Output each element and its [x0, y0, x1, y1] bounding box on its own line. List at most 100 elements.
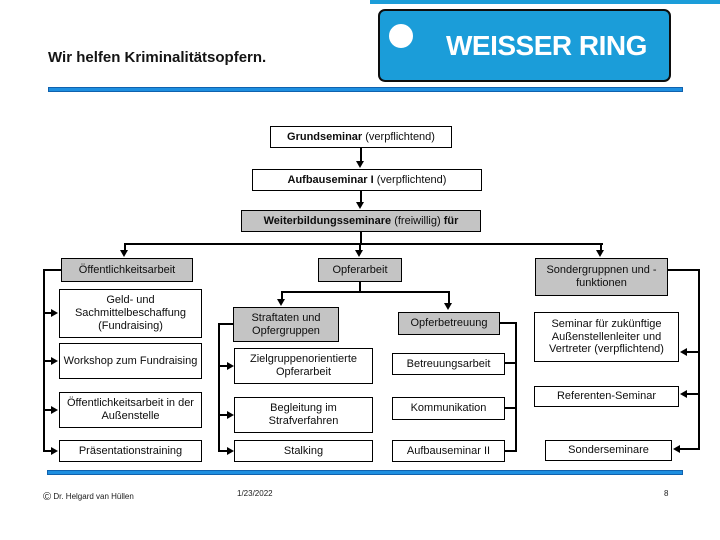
box-aufbauseminar-1-label: Aufbauseminar I (verpflichtend) — [287, 173, 447, 186]
connector — [124, 243, 603, 245]
box-aufbauseminar-2-label: Aufbauseminar II — [406, 444, 491, 457]
box-seminar-aussenstellenleiter: Seminar für zukünftige Außenstellenleite… — [534, 312, 679, 362]
footer-rule — [47, 470, 683, 475]
arrow-down-icon — [596, 250, 604, 257]
footer-date: 1/23/2022 — [237, 489, 273, 498]
arrow-right-icon — [227, 447, 234, 455]
connector — [218, 323, 233, 325]
box-sonderseminare-label: Sonderseminare — [568, 444, 649, 457]
box-weiterbildungsseminare-label: Weiterbildungsseminare (freiwillig) für — [263, 214, 459, 227]
box-kommunikation: Kommunikation — [392, 397, 505, 420]
box-workshop-fundraising-label: Workshop zum Fundraising — [63, 354, 198, 367]
weisser-ring-logo: WEISSER RING — [378, 9, 671, 82]
connector — [687, 393, 699, 395]
connector — [124, 243, 126, 251]
box-stalking: Stalking — [234, 440, 373, 462]
connector — [698, 269, 700, 450]
box-sonderseminare: Sonderseminare — [545, 440, 672, 461]
connector — [43, 312, 52, 314]
box-sondergruppen-label: Sondergruppnen und -funktionen — [546, 264, 657, 289]
connector — [43, 409, 52, 411]
arrow-down-icon — [356, 161, 364, 168]
box-workshop-fundraising: Workshop zum Fundraising — [59, 343, 202, 379]
box-praesentationstraining-label: Präsentationstraining — [78, 444, 183, 457]
box-opferbetreuung: Opferbetreuung — [398, 312, 500, 335]
box-opferarbeit-label: Opferarbeit — [332, 263, 388, 276]
connector — [515, 322, 517, 452]
arrow-down-icon — [277, 299, 285, 306]
box-praesentationstraining: Präsentationstraining — [59, 440, 202, 462]
top-blue-strip — [370, 0, 720, 4]
connector — [668, 269, 700, 271]
box-straftaten-opfergruppen-label: Straftaten und Opfergruppen — [251, 311, 321, 337]
logo-text: WEISSER RING — [446, 29, 647, 61]
box-straftaten-opfergruppen: Straftaten und Opfergruppen — [233, 307, 339, 342]
footer-page-number: 8 — [664, 489, 669, 498]
box-grundseminar: Grundseminar (verpflichtend) — [270, 126, 452, 148]
box-betreuungsarbeit-label: Betreuungsarbeit — [406, 357, 491, 370]
box-weiterbildungsseminare: Weiterbildungsseminare (freiwillig) für — [241, 210, 481, 232]
box-oeffentlichkeitsarbeit: Öffentlichkeitsarbeit — [61, 258, 193, 282]
box-opferbetreuung-label: Opferbetreuung — [410, 317, 488, 330]
connector — [218, 365, 228, 367]
arrow-right-icon — [51, 357, 58, 365]
connector — [281, 291, 450, 293]
connector — [500, 322, 517, 324]
arrow-right-icon — [51, 406, 58, 414]
box-oeffentlichkeitsarbeit-aussenstelle-label: Öffentlichkeitsarbeit in der Außenstelle — [67, 397, 194, 422]
connector — [505, 362, 517, 364]
arrow-down-icon — [444, 303, 452, 310]
arrow-right-icon — [51, 447, 58, 455]
footer-author: Dr. Helgard van Hüllen — [53, 492, 134, 501]
connector — [43, 360, 52, 362]
box-referenten-seminar: Referenten-Seminar — [534, 386, 679, 407]
box-oeffentlichkeitsarbeit-label: Öffentlichkeitsarbeit — [78, 263, 176, 276]
arrow-left-icon — [680, 390, 687, 398]
box-fundraising: Geld- und Sachmittelbeschaffung (Fundrai… — [59, 289, 202, 338]
connector — [360, 191, 362, 203]
white-ring-icon — [389, 24, 413, 48]
connector — [43, 450, 52, 452]
connector — [448, 291, 450, 304]
connector — [505, 450, 517, 452]
connector — [505, 407, 517, 409]
connector — [218, 450, 228, 452]
connector — [600, 243, 602, 251]
connector — [281, 291, 283, 300]
box-betreuungsarbeit: Betreuungsarbeit — [392, 353, 505, 375]
copyright-icon: © — [43, 491, 52, 503]
arrow-left-icon — [680, 348, 687, 356]
header-rule — [48, 87, 683, 92]
connector — [43, 269, 61, 271]
box-aufbauseminar-1: Aufbauseminar I (verpflichtend) — [252, 169, 482, 191]
connector — [360, 232, 362, 243]
arrow-down-icon — [120, 250, 128, 257]
box-zielgruppenorientierte-opferarbeit-label: Zielgruppenorientierte Opferarbeit — [249, 353, 357, 378]
connector — [360, 148, 362, 161]
box-seminar-aussenstellenleiter-label: Seminar für zukünftige Außenstellenleite… — [549, 317, 664, 356]
box-oeffentlichkeitsarbeit-aussenstelle: Öffentlichkeitsarbeit in der Außenstelle — [59, 392, 202, 428]
arrow-down-icon — [355, 250, 363, 257]
box-grundseminar-label: Grundseminar (verpflichtend) — [287, 130, 435, 143]
connector — [218, 414, 228, 416]
arrow-right-icon — [51, 309, 58, 317]
connector — [359, 282, 361, 292]
footer-copyright: © Dr. Helgard van Hüllen — [43, 491, 134, 503]
box-stalking-label: Stalking — [283, 444, 324, 457]
box-aufbauseminar-2: Aufbauseminar II — [392, 440, 505, 462]
arrow-right-icon — [227, 362, 234, 370]
box-zielgruppenorientierte-opferarbeit: Zielgruppenorientierte Opferarbeit — [234, 348, 373, 384]
connector — [359, 243, 361, 251]
connector — [218, 323, 220, 452]
arrow-left-icon — [673, 445, 680, 453]
arrow-right-icon — [227, 411, 234, 419]
connector — [687, 351, 699, 353]
slide-title: Wir helfen Kriminalitätsopfern. — [48, 49, 267, 66]
box-fundraising-label: Geld- und Sachmittelbeschaffung (Fundrai… — [74, 294, 187, 332]
connector — [680, 448, 699, 450]
arrow-down-icon — [356, 202, 364, 209]
box-opferarbeit: Opferarbeit — [318, 258, 402, 282]
box-begleitung-strafverfahren-label: Begleitung im Strafverfahren — [268, 402, 339, 427]
box-kommunikation-label: Kommunikation — [410, 402, 487, 415]
